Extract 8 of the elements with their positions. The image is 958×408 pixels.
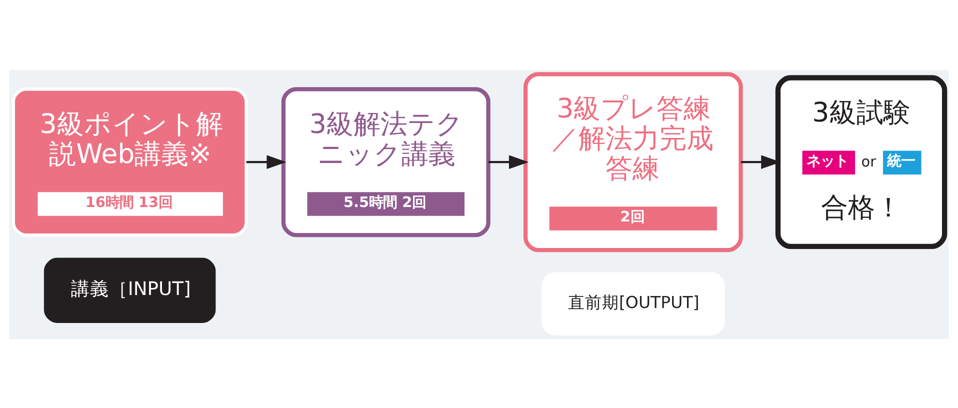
node-box: 3級プレ答練／解法力完成答練 2回 (523, 72, 743, 252)
node-box: 3級ポイント解説Web講義※ 16時間 13回 (12, 87, 248, 236)
node-box: 3級解法テクニック講義 5.5時間 2回 (281, 86, 490, 237)
arrow (488, 154, 529, 168)
node-box: 3級試験 ネット or 統一 合格！ (775, 74, 948, 248)
node-box: 講義［INPUT] (44, 257, 216, 322)
arrow (740, 154, 781, 168)
arrow (246, 154, 286, 168)
